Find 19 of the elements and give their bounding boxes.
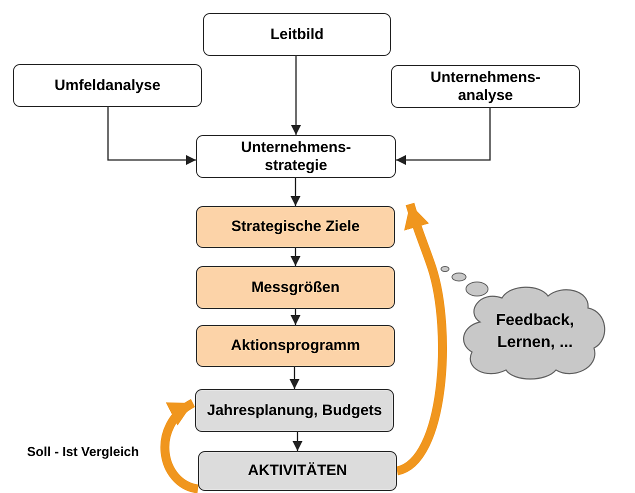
arrow [290, 309, 300, 325]
process-box: Strategische Ziele [196, 206, 395, 248]
process-box: Umfeldanalyse [13, 64, 202, 107]
process-box: Unternehmens- analyse [391, 65, 580, 108]
process-box: AKTIVITÄTEN [198, 451, 397, 491]
arrow [290, 178, 300, 206]
arrow [396, 108, 491, 165]
process-box: Aktionsprogramm [196, 325, 395, 367]
edge-label: Soll - Ist Vergleich [27, 444, 139, 459]
arrow [107, 107, 196, 165]
process-box: Jahresplanung, Budgets [195, 389, 394, 432]
curved-arrow [395, 202, 447, 476]
arrow [292, 432, 302, 451]
process-box: Unternehmens- strategie [196, 135, 396, 178]
process-box: Messgrößen [196, 266, 395, 309]
process-box: Leitbild [203, 13, 391, 56]
arrow [291, 56, 301, 135]
arrow [290, 367, 300, 389]
arrow [290, 248, 300, 266]
